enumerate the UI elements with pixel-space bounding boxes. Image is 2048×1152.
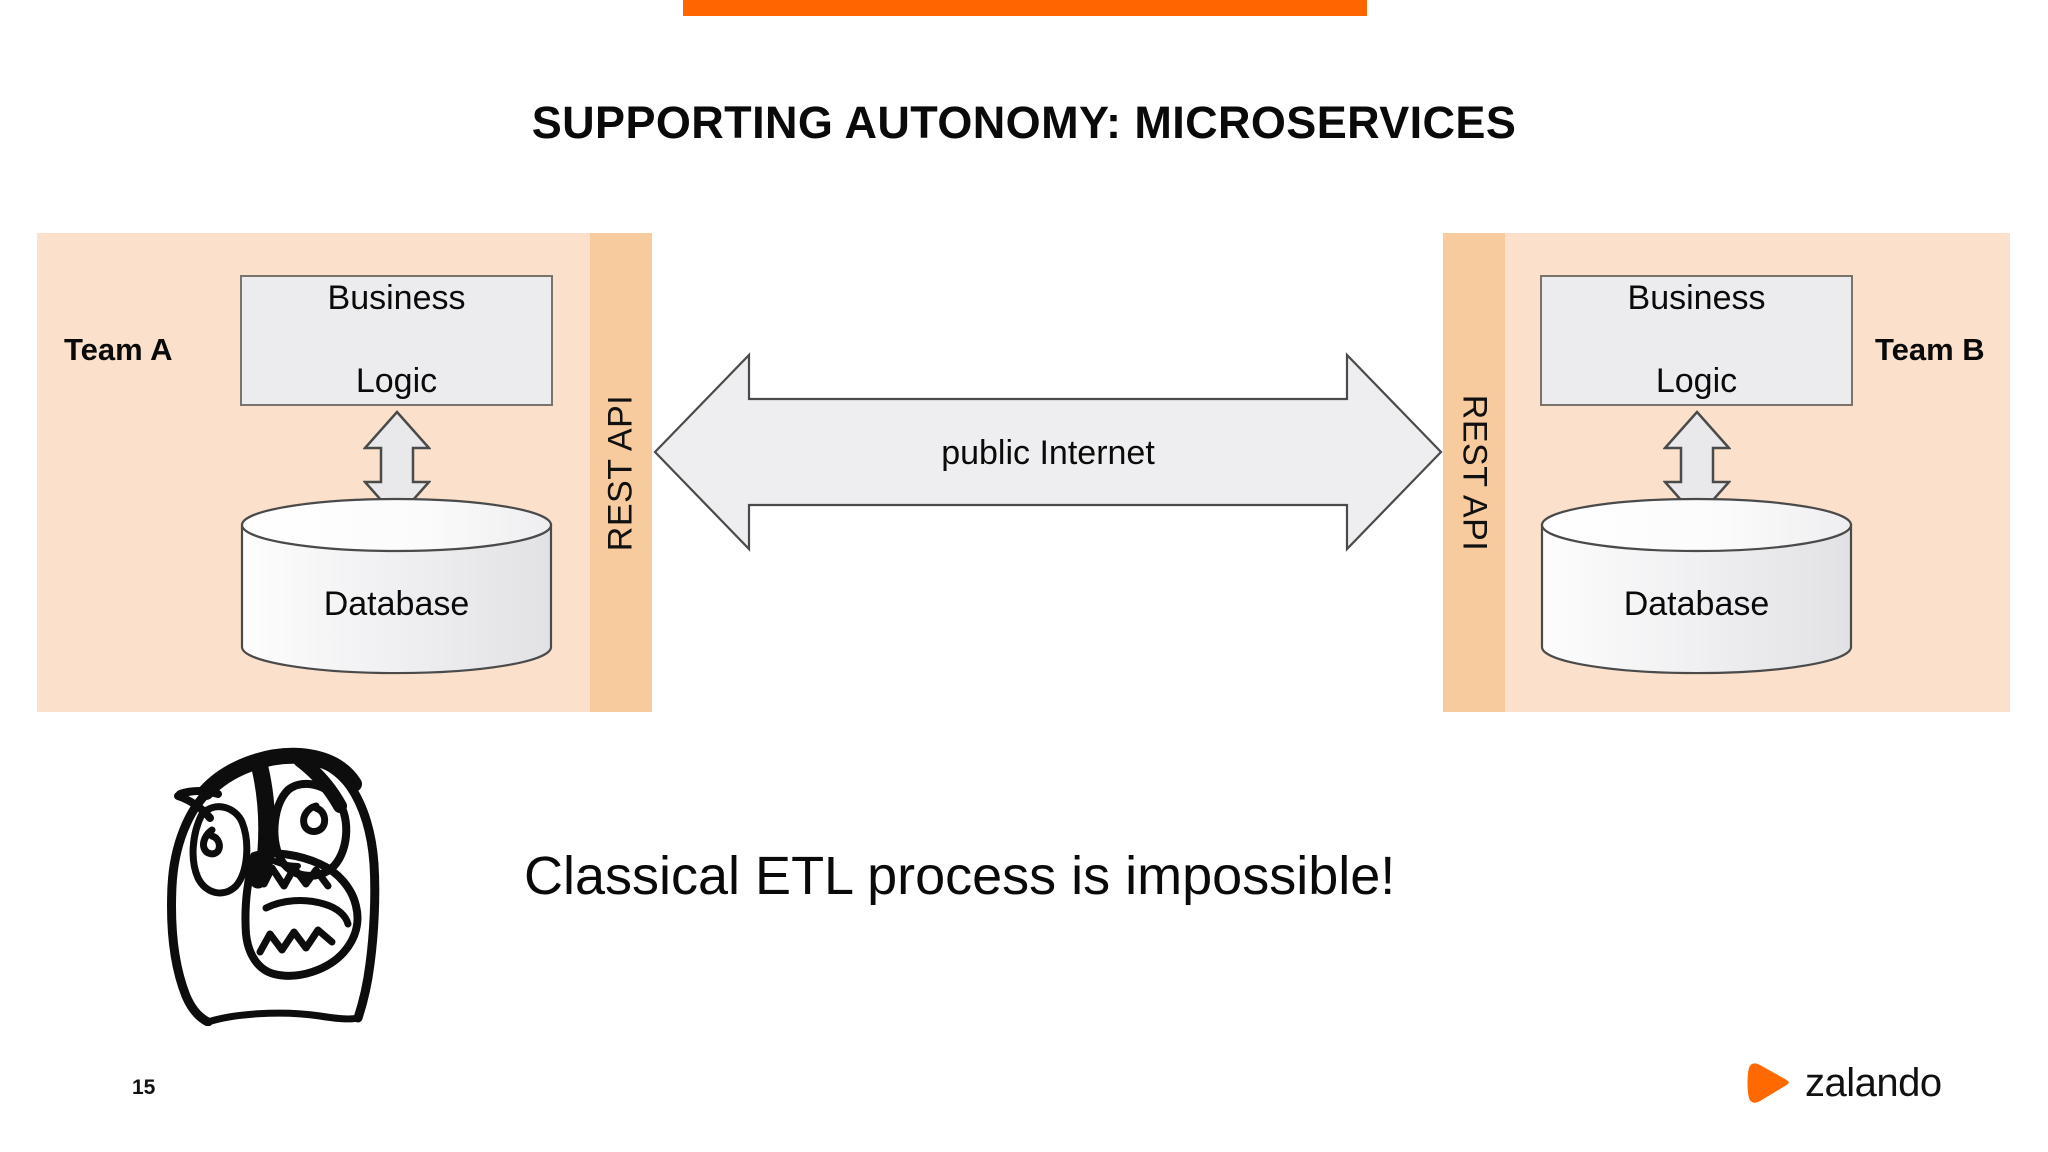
page-title: SUPPORTING AUTONOMY: MICROSERVICES — [531, 97, 1517, 148]
team-a-database: Database — [240, 497, 553, 675]
public-internet-connector: public Internet — [652, 341, 1444, 563]
team-b-label: Team B — [1875, 332, 1985, 367]
team-a-rest-api-label: REST API — [601, 394, 640, 551]
rage-face-icon — [167, 747, 380, 1026]
database-cylinder-icon — [240, 497, 553, 675]
brand-logo: zalando — [1745, 1058, 1955, 1108]
team-a-label: Team A — [64, 332, 173, 367]
zalando-mark-icon — [1747, 1063, 1789, 1103]
zalando-wordmark: zalando — [1805, 1061, 1942, 1105]
team-b-rest-api-bar: REST API — [1443, 233, 1505, 712]
top-accent-bar — [683, 0, 1367, 16]
team-a-rest-api-bar: REST API — [590, 233, 652, 712]
bidirectional-arrow-icon — [653, 352, 1443, 552]
team-b-database: Database — [1540, 497, 1853, 675]
page-number: 15 — [132, 1076, 156, 1099]
team-b-rest-api-label: REST API — [1455, 394, 1494, 551]
database-cylinder-icon — [1540, 497, 1853, 675]
punchline-text: Classical ETL process is impossible! — [524, 846, 1396, 906]
